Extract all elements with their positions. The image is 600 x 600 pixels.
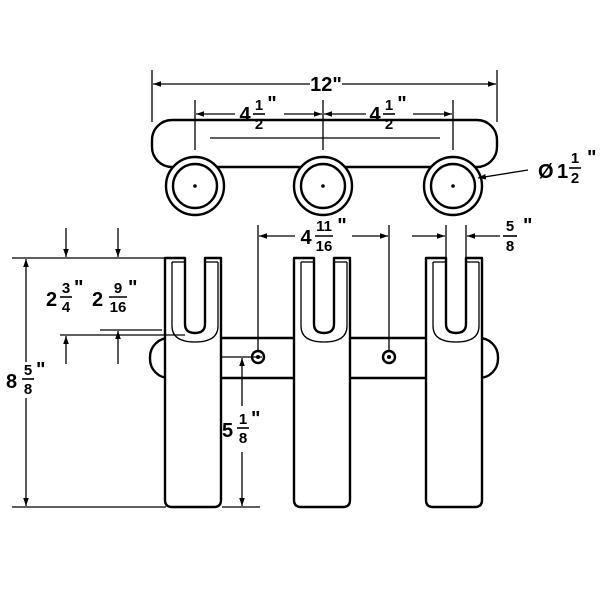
- top-view-tube-middle: [292, 155, 354, 217]
- svg-text:": ": [267, 93, 276, 115]
- dimension-slot-depth-inner: 2 9 16 ": [92, 228, 137, 364]
- svg-text:8: 8: [239, 430, 247, 447]
- svg-text:16: 16: [316, 238, 333, 255]
- svg-text:11: 11: [316, 218, 332, 235]
- svg-text:8: 8: [24, 381, 32, 398]
- front-view-bolt-right: [381, 349, 397, 365]
- dimension-spacing-right: 4 1 2 ": [324, 93, 452, 133]
- svg-text:5: 5: [24, 362, 32, 379]
- svg-text:4: 4: [239, 104, 251, 126]
- svg-text:": ": [337, 215, 346, 237]
- svg-text:2: 2: [255, 116, 263, 133]
- svg-text:": ": [36, 359, 45, 381]
- svg-text:": ": [587, 147, 596, 169]
- svg-text:1: 1: [571, 150, 579, 167]
- top-view: [150, 70, 499, 217]
- dimension-overall-width: 12": [153, 74, 496, 96]
- dimension-slot-width: 5 8 ": [412, 215, 532, 262]
- front-view-tube-left: [163, 256, 223, 509]
- svg-text:4: 4: [62, 299, 71, 316]
- top-view-tube-left: [164, 155, 226, 217]
- dimension-tube-diameter: Ø 1 1 2 ": [477, 147, 596, 187]
- svg-text:2: 2: [46, 289, 57, 311]
- dimension-slot-depth-outer: 2 3 4 ": [46, 228, 83, 364]
- svg-text:2: 2: [385, 116, 393, 133]
- svg-text:": ": [74, 277, 83, 299]
- front-view: [148, 225, 500, 509]
- svg-text:": ": [397, 93, 406, 115]
- svg-text:8: 8: [506, 238, 514, 255]
- svg-text:4: 4: [300, 227, 312, 249]
- front-view-tube-middle: [292, 256, 352, 509]
- svg-text:8: 8: [6, 371, 17, 393]
- svg-text:16: 16: [110, 299, 127, 316]
- top-view-tube-right: [422, 155, 484, 217]
- svg-text:12": 12": [310, 74, 342, 96]
- svg-text:5: 5: [222, 420, 233, 442]
- svg-text:": ": [251, 408, 260, 430]
- svg-text:1: 1: [385, 97, 393, 114]
- svg-text:": ": [128, 277, 137, 299]
- svg-text:": ": [523, 215, 532, 237]
- front-view-tube-right: [424, 256, 484, 509]
- dimension-tube-spacing: 4 11 16 ": [259, 215, 388, 255]
- svg-text:1: 1: [255, 97, 263, 114]
- svg-text:3: 3: [62, 280, 70, 297]
- dimension-overall-height: 8 5 8 ": [6, 259, 45, 506]
- svg-text:2: 2: [571, 170, 579, 187]
- svg-text:1: 1: [557, 161, 568, 183]
- svg-text:1: 1: [239, 411, 247, 428]
- dimension-mount-height: 5 1 8 ": [222, 358, 260, 506]
- dimension-spacing-left: 4 1 2 ": [196, 93, 322, 133]
- svg-text:4: 4: [369, 104, 381, 126]
- svg-text:5: 5: [506, 218, 514, 235]
- svg-text:2: 2: [92, 289, 103, 311]
- svg-text:9: 9: [114, 280, 122, 297]
- svg-text:Ø: Ø: [538, 161, 554, 183]
